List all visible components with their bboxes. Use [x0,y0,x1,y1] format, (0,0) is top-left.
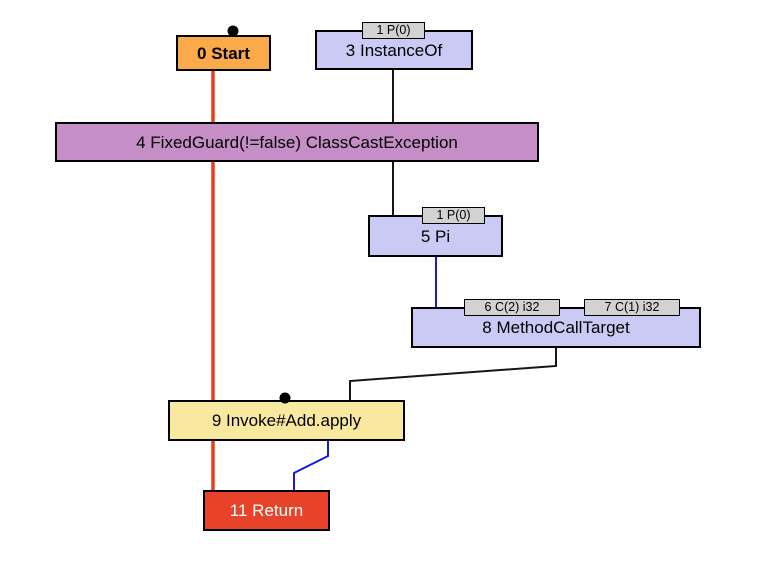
node-invoke[interactable]: 9 Invoke#Add.apply [168,400,405,441]
port-pi-1-label: 1 P(0) [422,207,485,224]
port-instanceof-1-label: 1 P(0) [362,22,425,39]
edge-invoke-to-return-value [293,441,329,490]
port-mct-7-label: 7 C(1) i32 [584,299,680,316]
port-mct-6-label: 6 C(2) i32 [464,299,560,316]
node-start[interactable]: 0 Start [176,35,271,71]
node-fixedguard[interactable]: 4 FixedGuard(!=false) ClassCastException [55,122,539,162]
predecessor-dot-invoke [279,392,291,404]
node-return[interactable]: 11 Return [203,490,330,531]
predecessor-dot-start [227,25,239,37]
edge-mct-to-invoke-data [349,348,557,401]
